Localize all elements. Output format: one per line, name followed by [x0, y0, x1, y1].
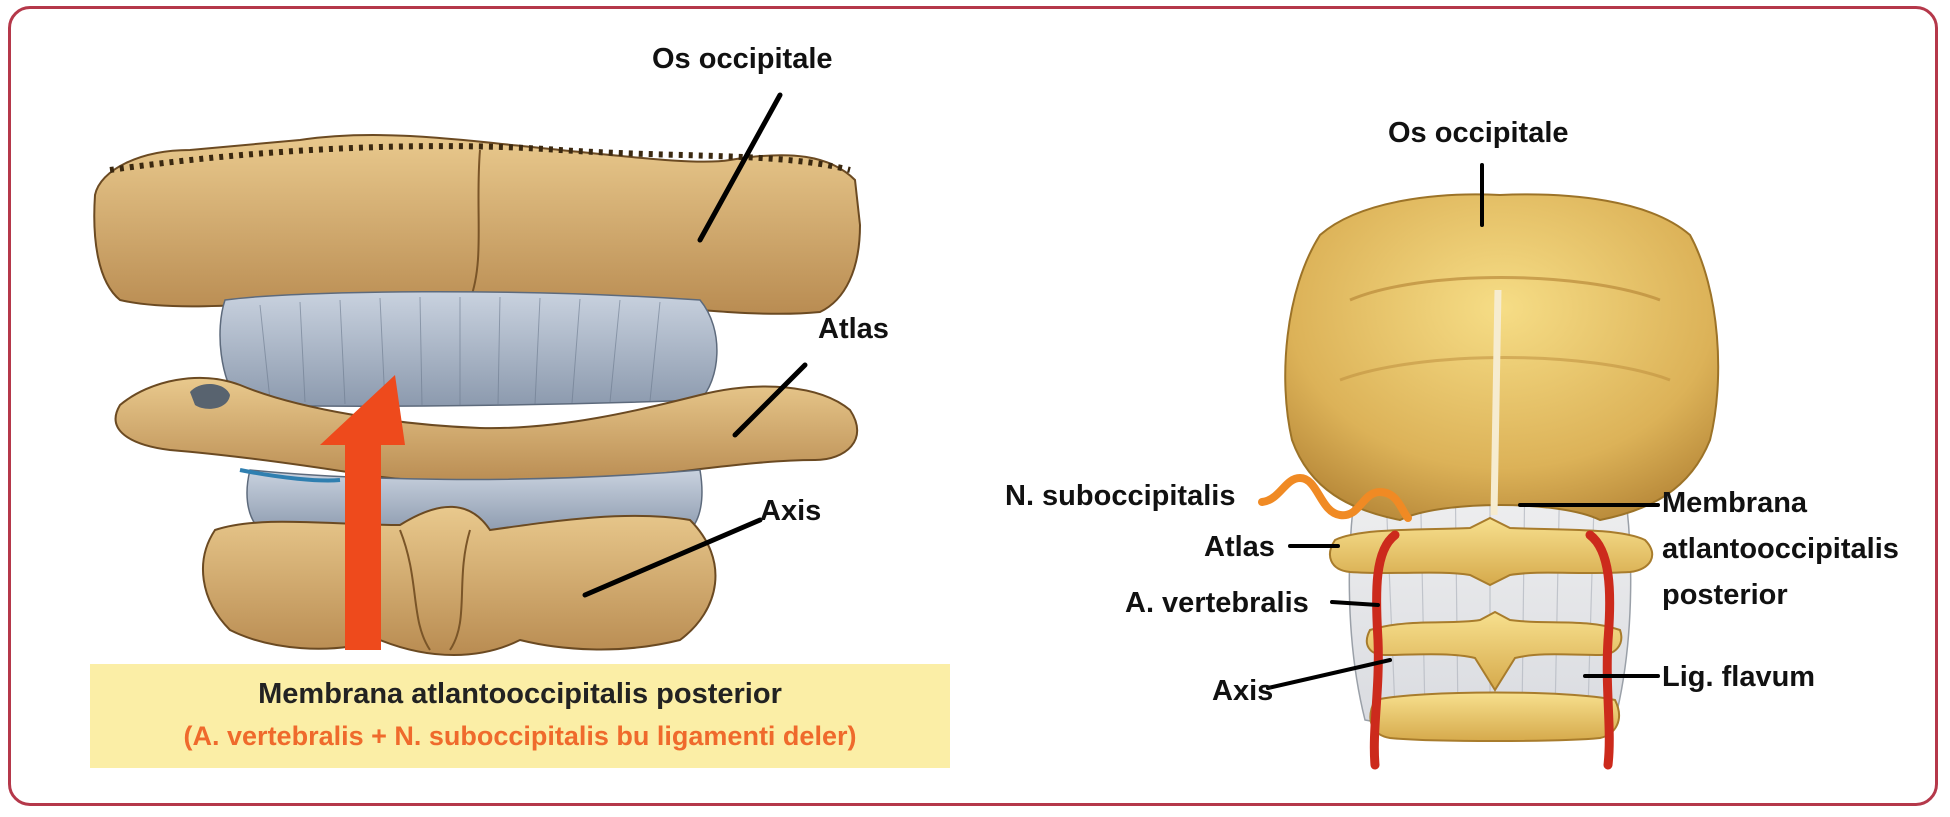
right-label-n-suboccipitalis: N. suboccipitalis	[1005, 480, 1235, 512]
right-label-axis: Axis	[1212, 675, 1273, 707]
caption-note: (A. vertebralis + N. suboccipitalis bu l…	[90, 721, 950, 752]
right-label-membrana-line1: Membrana	[1662, 487, 1808, 519]
right-label-os-occipitale: Os occipitale	[1388, 117, 1569, 149]
caption-box: Membrana atlantooccipitalis posterior (A…	[90, 664, 950, 768]
left-label-atlas: Atlas	[818, 313, 889, 345]
left-illustration: Os occipitale Atlas Axis	[94, 43, 889, 655]
right-label-a-vertebralis: A. vertebralis	[1125, 587, 1309, 619]
right-lower-vertebra	[1370, 693, 1619, 742]
caption-title: Membrana atlantooccipitalis posterior	[90, 678, 950, 711]
left-label-axis: Axis	[760, 495, 821, 527]
right-label-atlas: Atlas	[1204, 531, 1275, 563]
left-membrane-upper	[220, 292, 717, 406]
right-illustration: Os occipitale N. suboccipitalis Atlas A.…	[1005, 117, 1899, 765]
right-label-membrana-line2: atlantooccipitalis	[1662, 533, 1899, 565]
left-axis-bone	[203, 507, 715, 655]
right-label-lig-flavum: Lig. flavum	[1662, 661, 1815, 693]
left-label-os-occipitale: Os occipitale	[652, 43, 833, 75]
right-label-membrana-line3: posterior	[1662, 579, 1788, 611]
